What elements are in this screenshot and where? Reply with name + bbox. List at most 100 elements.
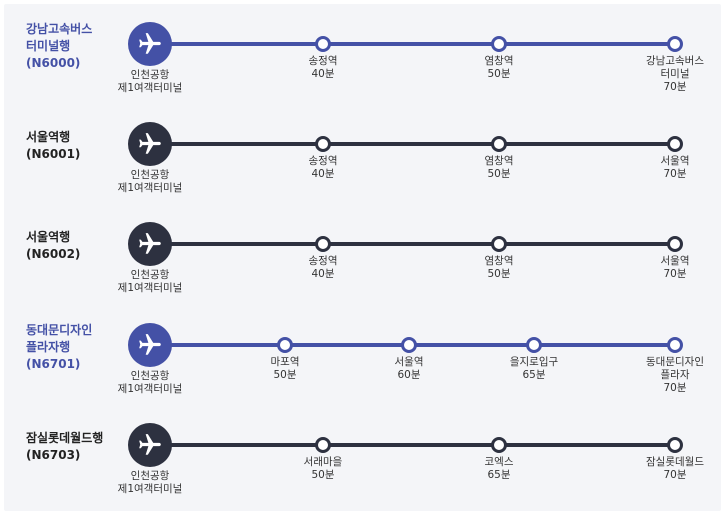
stop-name: 서래마을 (303, 456, 343, 468)
stop-name: 코엑스 (484, 456, 514, 468)
airplane-icon-glyph (139, 434, 161, 455)
stop-name: 서울역 (394, 356, 424, 368)
stop-marker (667, 36, 683, 52)
stop-time: 50분 (487, 168, 511, 180)
route-title-line: 잠실롯데월드행 (26, 431, 104, 445)
stop-time: 50분 (311, 469, 335, 481)
stop-name: 서울역 (660, 255, 690, 267)
stop-marker (401, 337, 417, 353)
stop-time: 65분 (522, 369, 546, 381)
route-title-line: (N6701) (26, 357, 81, 371)
origin-name: 인천공항 (130, 269, 170, 281)
stop-marker (526, 337, 542, 353)
stop-time: 70분 (663, 469, 687, 481)
airplane-icon-glyph (139, 233, 161, 254)
airplane-icon (128, 323, 172, 367)
route-title-line: 서울역행 (26, 130, 71, 144)
airplane-icon-glyph (139, 334, 161, 355)
airplane-icon (128, 423, 172, 467)
route-title-line: 터미널행 (26, 39, 71, 53)
stop-marker (315, 236, 331, 252)
origin-name: 제1여객터미널 (117, 182, 183, 194)
stop-name: 염창역 (484, 55, 514, 67)
stop-time: 70분 (663, 268, 687, 280)
stop-name: 송정역 (308, 55, 338, 67)
airplane-icon-glyph (139, 133, 161, 154)
stop-marker (315, 437, 331, 453)
stop-marker (491, 437, 507, 453)
stop-name: 염창역 (484, 155, 514, 167)
stop-name: 잠실롯데월드 (646, 456, 704, 468)
airplane-icon (128, 222, 172, 266)
stop-name: 염창역 (484, 255, 514, 267)
stop-marker (315, 36, 331, 52)
route-title-line: 서울역행 (26, 230, 71, 244)
route-title-line: 동대문디자인 (26, 323, 93, 337)
stop-marker (667, 136, 683, 152)
stop-marker (491, 36, 507, 52)
stop-time: 40분 (311, 68, 335, 80)
stop-time: 70분 (663, 382, 687, 394)
stop-name: 플라자 (660, 369, 690, 381)
stop-name: 강남고속버스 (646, 55, 704, 67)
stop-time: 50분 (273, 369, 297, 381)
route-line (150, 142, 675, 146)
origin-name: 제1여객터미널 (117, 383, 183, 395)
airplane-icon (128, 122, 172, 166)
origin-name: 인천공항 (130, 470, 170, 482)
stop-time: 50분 (487, 268, 511, 280)
route-title-line: 플라자행 (26, 340, 71, 354)
stop-name: 서울역 (660, 155, 690, 167)
origin-name: 인천공항 (130, 370, 170, 382)
origin-name: 인천공항 (130, 169, 170, 181)
stop-marker (667, 236, 683, 252)
stop-marker (277, 337, 293, 353)
origin-name: 제1여객터미널 (117, 82, 183, 94)
route-title: 서울역행 (N6002) (26, 229, 80, 263)
stop-time: 70분 (663, 81, 687, 93)
route-title: 서울역행 (N6001) (26, 129, 80, 163)
origin-name: 제1여객터미널 (117, 282, 183, 294)
stop-name: 송정역 (308, 255, 338, 267)
stop-marker (315, 136, 331, 152)
stop-marker (491, 236, 507, 252)
stop-time: 40분 (311, 268, 335, 280)
airplane-icon-glyph (139, 33, 161, 54)
stop-name: 동대문디자인 (646, 356, 704, 368)
stop-marker (667, 437, 683, 453)
route-title-line: (N6002) (26, 247, 81, 261)
route-title-line: 강남고속버스 (26, 22, 93, 36)
stop-name: 마포역 (270, 356, 300, 368)
origin-name: 제1여객터미널 (117, 483, 183, 495)
stop-marker (491, 136, 507, 152)
route-line (150, 42, 675, 46)
stop-marker (667, 337, 683, 353)
route-line (150, 443, 675, 447)
stop-time: 60분 (397, 369, 421, 381)
origin-name: 인천공항 (130, 69, 170, 81)
route-title-line: (N6001) (26, 147, 81, 161)
stop-name: 을지로입구 (509, 356, 559, 368)
